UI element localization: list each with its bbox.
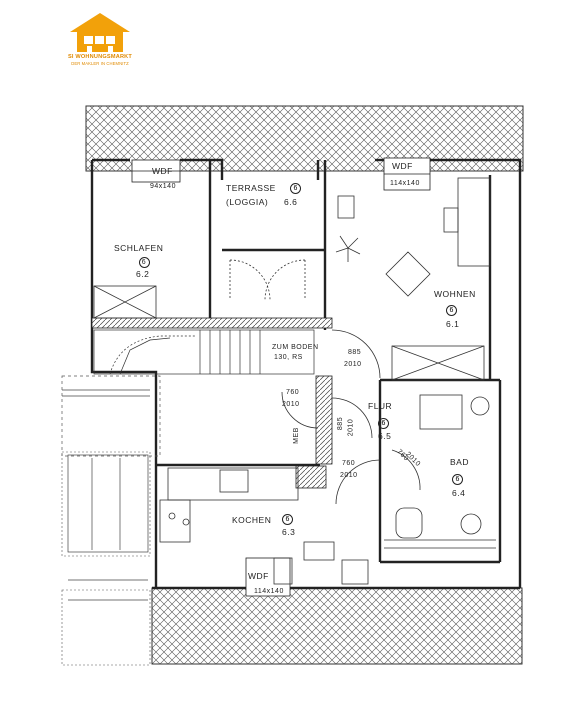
- room-terrasse-name: TERRASSE: [226, 183, 276, 193]
- room-schlafen-area: 6.2: [136, 269, 150, 279]
- wdf2-label: WDF: [392, 161, 413, 171]
- wall-hatch-3: [295, 465, 327, 489]
- wdf3-label: WDF: [248, 571, 269, 581]
- room-kochen-area: 6.3: [282, 527, 296, 537]
- room-kochen-name: KOCHEN: [232, 515, 272, 525]
- wdf3-size: 114x140: [254, 588, 284, 595]
- room-flur-area: 6.5: [378, 431, 392, 441]
- room-terrasse-num: 6: [290, 183, 301, 194]
- room-wohnen-area: 6.1: [446, 319, 460, 329]
- room-wohnen-name: WOHNEN: [434, 289, 476, 299]
- room-terrasse-sub: (LOGGIA): [226, 197, 269, 207]
- room-bad-num: 6: [452, 474, 463, 485]
- stairwell-outside: [62, 389, 150, 601]
- wdf1-size: 94x140: [150, 183, 176, 190]
- roof-bottom: [151, 587, 523, 665]
- meb-label: MEB: [292, 427, 300, 444]
- plant-icon: [335, 235, 361, 262]
- furniture: [93, 177, 496, 585]
- door-885a-w: 885: [348, 349, 362, 356]
- windows: [131, 157, 431, 597]
- wdf2-size: 114x140: [390, 180, 420, 187]
- door-760b-h: 2010: [340, 472, 358, 479]
- dashed-outline: [61, 375, 161, 457]
- wall-hatch-2: [315, 375, 333, 465]
- door-760b-w: 760: [342, 460, 356, 467]
- door-760a-w: 760: [286, 389, 300, 396]
- boden-label: ZUM BODEN: [272, 344, 319, 351]
- roof-left: [61, 451, 151, 557]
- door-885b-w: 885: [337, 416, 345, 431]
- boden-sub: 130, RS: [274, 354, 303, 361]
- room-wohnen-num: 6: [446, 305, 457, 316]
- wall-hatch-1: [91, 317, 333, 329]
- door-760a-h: 2010: [282, 401, 300, 408]
- room-terrasse-area: 6.6: [284, 197, 298, 207]
- logo-subtitle: DER MAKLER IN CHEMNITZ: [71, 61, 129, 66]
- room-flur-name: FLUR: [368, 401, 393, 411]
- doors: [229, 259, 421, 505]
- room-schlafen-num: 6: [134, 257, 154, 268]
- company-logo: SI WOHNUNGSMARKT DER MAKLER IN CHEMNITZ: [62, 10, 138, 66]
- room-kochen-num: 6: [282, 514, 293, 525]
- room-bad-name: BAD: [450, 457, 469, 467]
- door-885a-h: 2010: [344, 361, 362, 368]
- room-schlafen-name: SCHLAFEN: [114, 243, 164, 253]
- roof-left-bottom: [61, 589, 151, 666]
- wdf1-label: WDF: [152, 166, 173, 176]
- room-bad-area: 6.4: [452, 488, 466, 498]
- house-logo-icon: [70, 13, 130, 52]
- logo-title: SI WOHNUNGSMARKT: [67, 54, 133, 60]
- room-flur-num: 6: [378, 418, 389, 429]
- door-885b-h: 2010: [347, 418, 355, 437]
- stairs: [93, 329, 315, 375]
